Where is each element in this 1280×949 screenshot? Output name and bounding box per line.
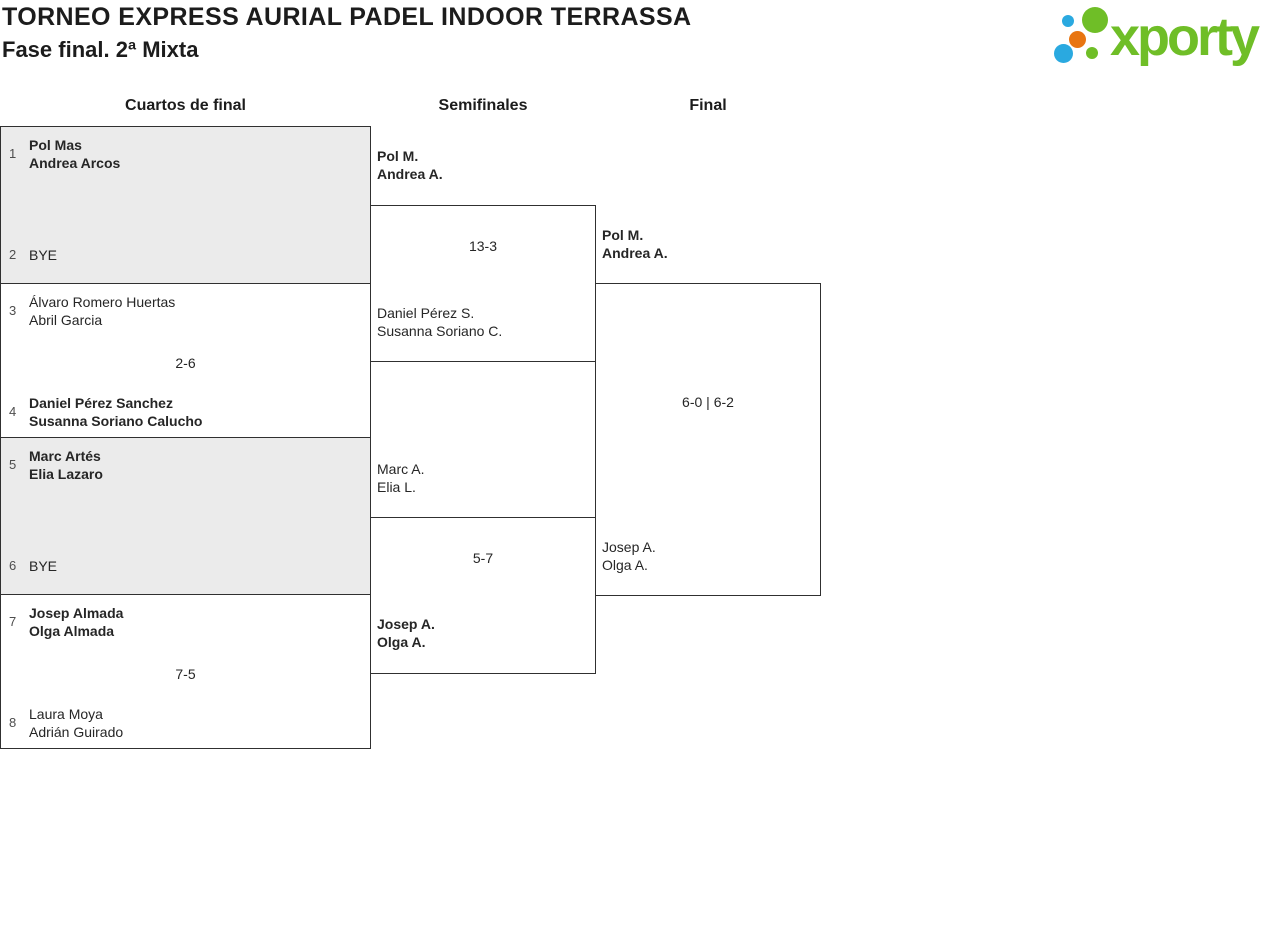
seed-number: 6 xyxy=(9,558,17,573)
team-row: 6 BYE xyxy=(9,557,362,575)
seed-number: 2 xyxy=(9,247,17,262)
team-names: Marc Artés Elia Lazaro xyxy=(29,448,103,482)
match-score: 6-0 | 6-2 xyxy=(682,394,734,410)
team-names: Laura Moya Adrián Guirado xyxy=(29,706,124,740)
logo-dot-icon xyxy=(1082,7,1108,33)
logo-dot-icon xyxy=(1054,44,1073,63)
match-score: 13-3 xyxy=(468,238,498,254)
sf1-team-top: Pol M. Andrea A. xyxy=(377,148,443,182)
round-header-final: Final xyxy=(689,97,727,114)
team-row: 8 Laura Moya Adrián Guirado xyxy=(9,705,362,741)
match-box-sf2: 5-7 xyxy=(370,517,596,674)
round-header-semifinals: Semifinales xyxy=(438,97,528,114)
seed-number: 4 xyxy=(9,404,17,419)
seed-number: 3 xyxy=(9,303,17,318)
page-title: TORNEO EXPRESS AURIAL PADEL INDOOR TERRA… xyxy=(2,3,692,31)
logo-dot-icon xyxy=(1062,15,1074,27)
sf1-team-bottom: Daniel Pérez S. Susanna Soriano C. xyxy=(377,305,503,339)
page-subtitle: Fase final. 2ª Mixta xyxy=(2,37,199,62)
match-box-final: 6-0 | 6-2 xyxy=(595,283,821,596)
final-team-bottom: Josep A. Olga A. xyxy=(602,539,656,573)
final-team-top: Pol M. Andrea A. xyxy=(602,227,668,261)
team-row: 1 Pol Mas Andrea Arcos xyxy=(9,136,362,172)
team-names: Álvaro Romero Huertas Abril Garcia xyxy=(29,294,176,328)
team-names: Pol Mas Andrea Arcos xyxy=(29,137,121,171)
team-row: 2 BYE xyxy=(9,246,362,264)
match-score: 7-5 xyxy=(175,666,196,682)
match-box-qf4: 7 Josep Almada Olga Almada 7-5 8 Laura M… xyxy=(0,594,371,749)
seed-number: 5 xyxy=(9,457,17,472)
sf2-team-top: Marc A. Elia L. xyxy=(377,461,425,495)
team-row: 4 Daniel Pérez Sanchez Susanna Soriano C… xyxy=(9,394,362,430)
logo-dot-icon xyxy=(1069,31,1086,48)
team-names: BYE xyxy=(29,247,58,263)
round-header-quarterfinals: Cuartos de final xyxy=(125,97,246,114)
match-box-qf1: 1 Pol Mas Andrea Arcos 2 BYE xyxy=(0,126,371,284)
team-row: 7 Josep Almada Olga Almada xyxy=(9,604,362,640)
seed-number: 7 xyxy=(9,614,17,629)
xporty-logo[interactable]: xporty xyxy=(1050,0,1280,75)
team-row: 3 Álvaro Romero Huertas Abril Garcia xyxy=(9,293,362,329)
match-box-sf1: 13-3 xyxy=(370,205,596,362)
seed-number: 1 xyxy=(9,146,17,161)
match-score: 2-6 xyxy=(175,355,196,371)
team-names: Daniel Pérez Sanchez Susanna Soriano Cal… xyxy=(29,395,203,429)
match-box-qf2: 3 Álvaro Romero Huertas Abril Garcia 2-6… xyxy=(0,283,371,438)
logo-wordmark: xporty xyxy=(1110,7,1260,67)
logo-dot-icon xyxy=(1086,47,1098,59)
seed-number: 8 xyxy=(9,715,17,730)
match-score: 5-7 xyxy=(472,550,494,566)
match-box-qf3: 5 Marc Artés Elia Lazaro 6 BYE xyxy=(0,437,371,595)
team-row: 5 Marc Artés Elia Lazaro xyxy=(9,447,362,483)
team-names: Josep Almada Olga Almada xyxy=(29,605,124,639)
sf2-team-bottom: Josep A. Olga A. xyxy=(377,616,435,650)
team-names: BYE xyxy=(29,558,58,574)
